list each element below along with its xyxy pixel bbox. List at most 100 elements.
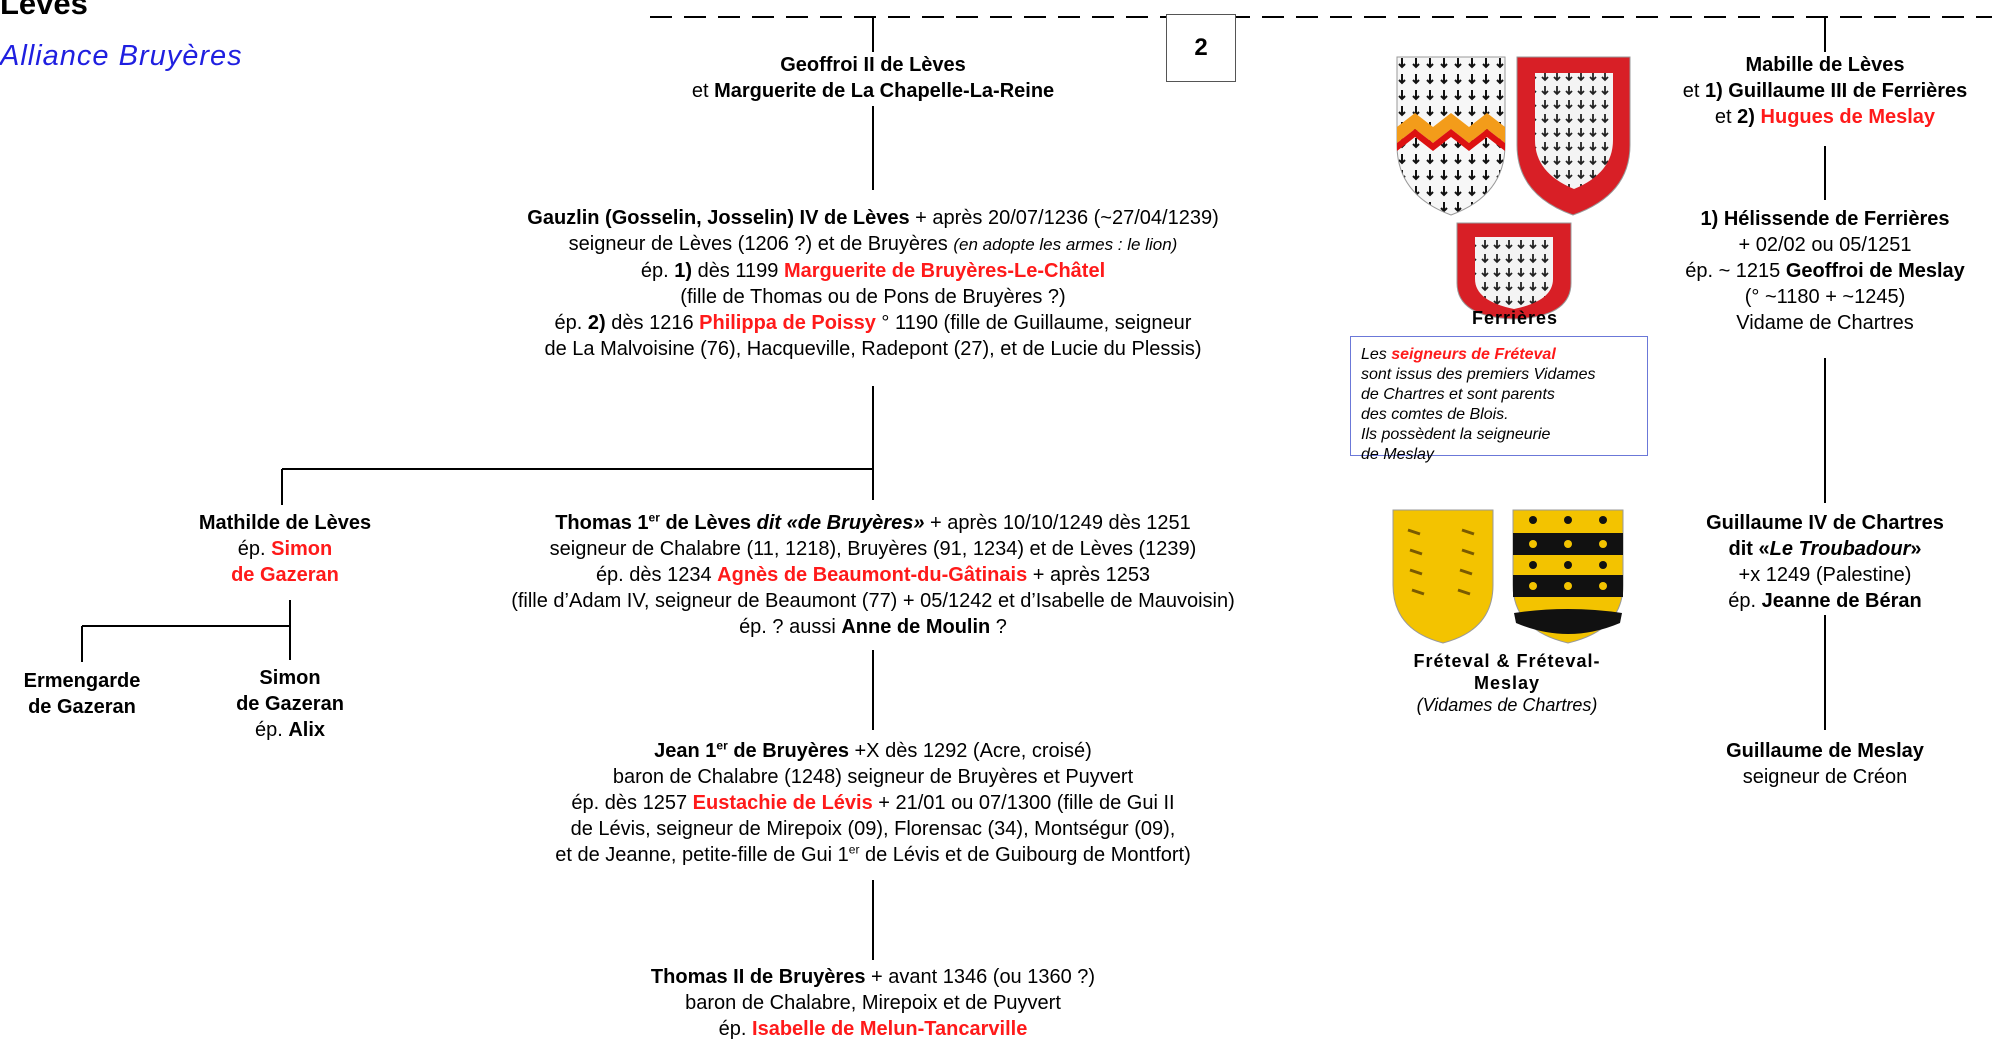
ferrieres-shield-1	[1396, 56, 1506, 216]
ferrieres-arms	[1396, 56, 1631, 320]
thomas1-line5: ép. ? aussi Anne de Moulin ?	[511, 614, 1235, 640]
guillaume4-nickname: Le Troubadour	[1769, 538, 1911, 560]
person-thomas2: Thomas II de Bruyères + avant 1346 (ou 1…	[651, 964, 1095, 1042]
gauzlin-line6: de La Malvoisine (76), Hacqueville, Rade…	[544, 338, 1202, 360]
note-seigneurs: seigneurs de Fréteval	[1391, 346, 1556, 363]
jean-l5b: de Lévis et de Guibourg de Montfort)	[859, 844, 1191, 866]
mabille-et2: et	[1714, 106, 1738, 128]
helissende-spouse: Geoffroi de Meslay	[1785, 260, 1965, 282]
thomas1-line3: ép. dès 1234 Agnès de Beaumont-du-Gâtina…	[511, 562, 1235, 588]
gauzlin-line4: (fille de Thomas ou de Pons de Bruyères …	[680, 286, 1066, 308]
freteval-caption-l2: Meslay	[1473, 673, 1541, 693]
jean-spouse-info: + 21/01 ou 07/1300 (fille de Gui II	[872, 792, 1175, 814]
geoffroi-spouse: Marguerite de La Chapelle-La-Reine	[714, 80, 1055, 102]
jean-sup: er	[716, 738, 728, 753]
gauzlin-spouse2-info: ° 1190 (fille de Guillaume, seigneur	[875, 312, 1192, 334]
thomas1-line2: seigneur de Chalabre (11, 1218), Bruyère…	[549, 538, 1197, 560]
jean-line3: ép. dès 1257 Eustachie de Lévis + 21/01 …	[555, 790, 1191, 816]
person-jean: Jean 1er de Bruyères +X dès 1292 (Acre, …	[555, 738, 1191, 868]
note-line2: sont issus des premiers Vidames	[1361, 366, 1596, 383]
thomas2-line3: ép. Isabelle de Melun-Tancarville	[651, 1016, 1095, 1042]
gauzlin-name: Gauzlin (Gosselin, Josselin) IV de Lèves	[527, 207, 910, 229]
ermengarde-l1: Ermengarde	[23, 670, 141, 692]
geoffroi-name: Geoffroi II de Lèves	[780, 54, 966, 76]
jean-l5sup: er	[848, 842, 860, 857]
guillaume4-line2: dit «Le Troubadour»	[1706, 536, 1944, 562]
mabille-et1: et	[1682, 80, 1705, 102]
freteval-meslay-shield	[1512, 509, 1624, 644]
mabille-spouse2: Hugues de Meslay	[1760, 106, 1936, 128]
jean-name2: de Bruyères	[727, 740, 849, 762]
helissende-ep: ép. ~ 1215	[1685, 260, 1786, 282]
geoffroi-spouse-line: et Marguerite de La Chapelle-La-Reine	[692, 78, 1054, 104]
simon-l2: de Gazeran	[236, 693, 344, 715]
freteval-shield	[1392, 509, 1494, 644]
thomas1-sup: er	[648, 510, 660, 525]
note-line1: Les seigneurs de Fréteval	[1361, 345, 1637, 365]
gauzlin-ep1: ép.	[640, 260, 675, 282]
freteval-arms	[1392, 509, 1624, 644]
mathilde-ep: ép.	[237, 538, 272, 560]
person-guillaume4: Guillaume IV de Chartres dit «Le Troubad…	[1706, 510, 1944, 614]
page-subtitle: Alliance Bruyères	[0, 40, 243, 72]
simon-ep: ép.	[254, 719, 289, 741]
guillaume4-line4: ép. Jeanne de Béran	[1706, 588, 1944, 614]
thomas1-ep: ép. dès 1234	[595, 564, 718, 586]
person-mathilde: Mathilde de Lèves ép. Simon de Gazeran	[199, 510, 371, 588]
gauzlin-death: + après 20/07/1236 (~27/04/1239)	[909, 207, 1219, 229]
thomas1-spouse2: Anne de Moulin	[841, 616, 991, 638]
thomas2-name: Thomas II de Bruyères	[650, 966, 866, 988]
mathilde-line2: ép. Simon	[199, 536, 371, 562]
freteval-caption-l1: Fréteval & Fréteval-	[1413, 651, 1601, 671]
jean-line2: baron de Chalabre (1248) seigneur de Bru…	[612, 766, 1134, 788]
person-ermengarde: Ermengarde de Gazeran	[24, 668, 141, 720]
jean-death: +X dès 1292 (Acre, croisé)	[848, 740, 1092, 762]
gauzlin-ep2-date: dès 1216	[605, 312, 700, 334]
page-number-box: 2	[1166, 14, 1236, 82]
mabille-name: Mabille de Lèves	[1745, 54, 1905, 76]
guillaume4-ep: ép.	[1728, 590, 1762, 612]
thomas1-name2: de Lèves	[659, 512, 757, 534]
gauzlin-spouse2: Philippa de Poissy	[699, 312, 876, 334]
person-thomas1: Thomas 1er de Lèves dit «de Bruyères» + …	[511, 510, 1235, 640]
gauzlin-ep1-num: 1)	[674, 260, 693, 282]
mathilde-name: Mathilde de Lèves	[198, 512, 372, 534]
mabille-num2: 2)	[1737, 106, 1755, 128]
helissende-name: 1) Hélissende de Ferrières	[1700, 208, 1950, 230]
mathilde-spouse-line2: de Gazeran	[231, 564, 339, 586]
thomas1-nickname: dit «de Bruyères»	[756, 512, 925, 534]
mabille-line3: et 2) Hugues de Meslay	[1683, 104, 1968, 130]
ferrieres-shield-3	[1456, 222, 1572, 320]
guillaume4-name: Guillaume IV de Chartres	[1706, 512, 1944, 534]
guillaume4-death: +x 1249 (Palestine)	[1738, 564, 1912, 586]
mabille-spouse1: 1) Guillaume III de Ferrières	[1704, 80, 1968, 102]
note-line5: Ils possèdent la seigneurie	[1361, 426, 1551, 443]
gauzlin-spouse1: Marguerite de Bruyères-Le-Châtel	[783, 260, 1106, 282]
thomas2-spouse: Isabelle de Melun-Tancarville	[752, 1018, 1028, 1040]
thomas2-line2: baron de Chalabre, Mirepoix et de Puyver…	[685, 992, 1061, 1014]
gauzlin-ep2: ép.	[554, 312, 588, 334]
guillaume4-quote: »	[1910, 538, 1922, 560]
mathilde-spouse: Simon	[271, 538, 333, 560]
person-mabille: Mabille de Lèves et 1) Guillaume III de …	[1683, 52, 1968, 130]
jean-ep: ép. dès 1257	[571, 792, 693, 814]
simon-l3: ép. Alix	[236, 717, 344, 743]
thomas2-ep: ép.	[718, 1018, 753, 1040]
guillaume4-spouse: Jeanne de Béran	[1761, 590, 1922, 612]
gauzlin-titles: seigneur de Lèves (1206 ?) et de Bruyère…	[568, 233, 954, 255]
guillaume-meslay-name: Guillaume de Meslay	[1726, 740, 1924, 762]
thomas2-line1: Thomas II de Bruyères + avant 1346 (ou 1…	[651, 964, 1095, 990]
freteval-note-box: Les seigneurs de Fréteval sont issus des…	[1350, 336, 1648, 463]
ermengarde-l2: de Gazeran	[28, 696, 136, 718]
note-les: Les	[1361, 346, 1392, 363]
thomas1-death: + après 10/10/1249 dès 1251	[924, 512, 1191, 534]
guillaume4-dit: dit «	[1728, 538, 1770, 560]
jean-l5a: et de Jeanne, petite-fille de Gui 1	[555, 844, 849, 866]
gauzlin-line1: Gauzlin (Gosselin, Josselin) IV de Lèves…	[527, 205, 1218, 231]
thomas1-ep2: ép. ? aussi	[739, 616, 842, 638]
person-helissende: 1) Hélissende de Ferrières + 02/02 ou 05…	[1685, 206, 1965, 336]
thomas1-q: ?	[990, 616, 1007, 638]
mabille-line2: et 1) Guillaume III de Ferrières	[1683, 78, 1968, 104]
gauzlin-arms-note: (en adopte les armes : le lion)	[953, 235, 1178, 254]
